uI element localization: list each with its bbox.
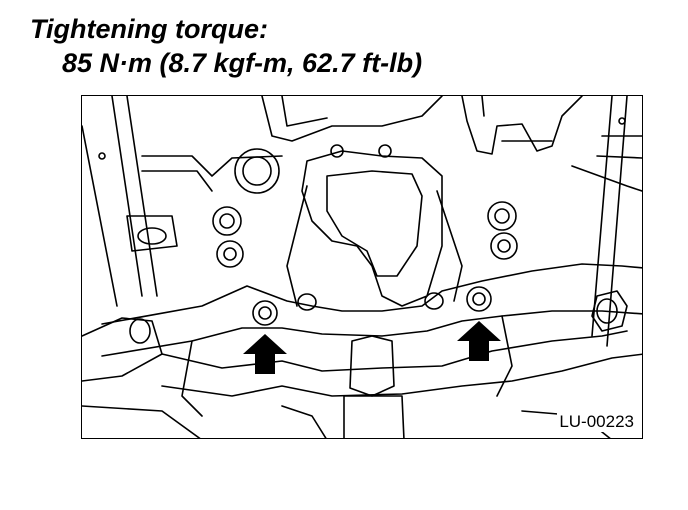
torque-value: 85 N·m (8.7 kgf-m, 62.7 ft-lb) xyxy=(62,48,423,78)
torque-heading: Tightening torque: 85 N·m (8.7 kgf-m, 62… xyxy=(30,12,422,80)
arrow-left-bolt xyxy=(243,334,287,374)
arrow-right-bolt xyxy=(457,321,501,361)
engine-illustration: LU-00223 xyxy=(81,95,643,439)
engine-line-drawing xyxy=(82,96,642,438)
figure-code: LU-00223 xyxy=(557,412,636,432)
torque-heading-line1: Tightening torque: xyxy=(30,14,268,44)
